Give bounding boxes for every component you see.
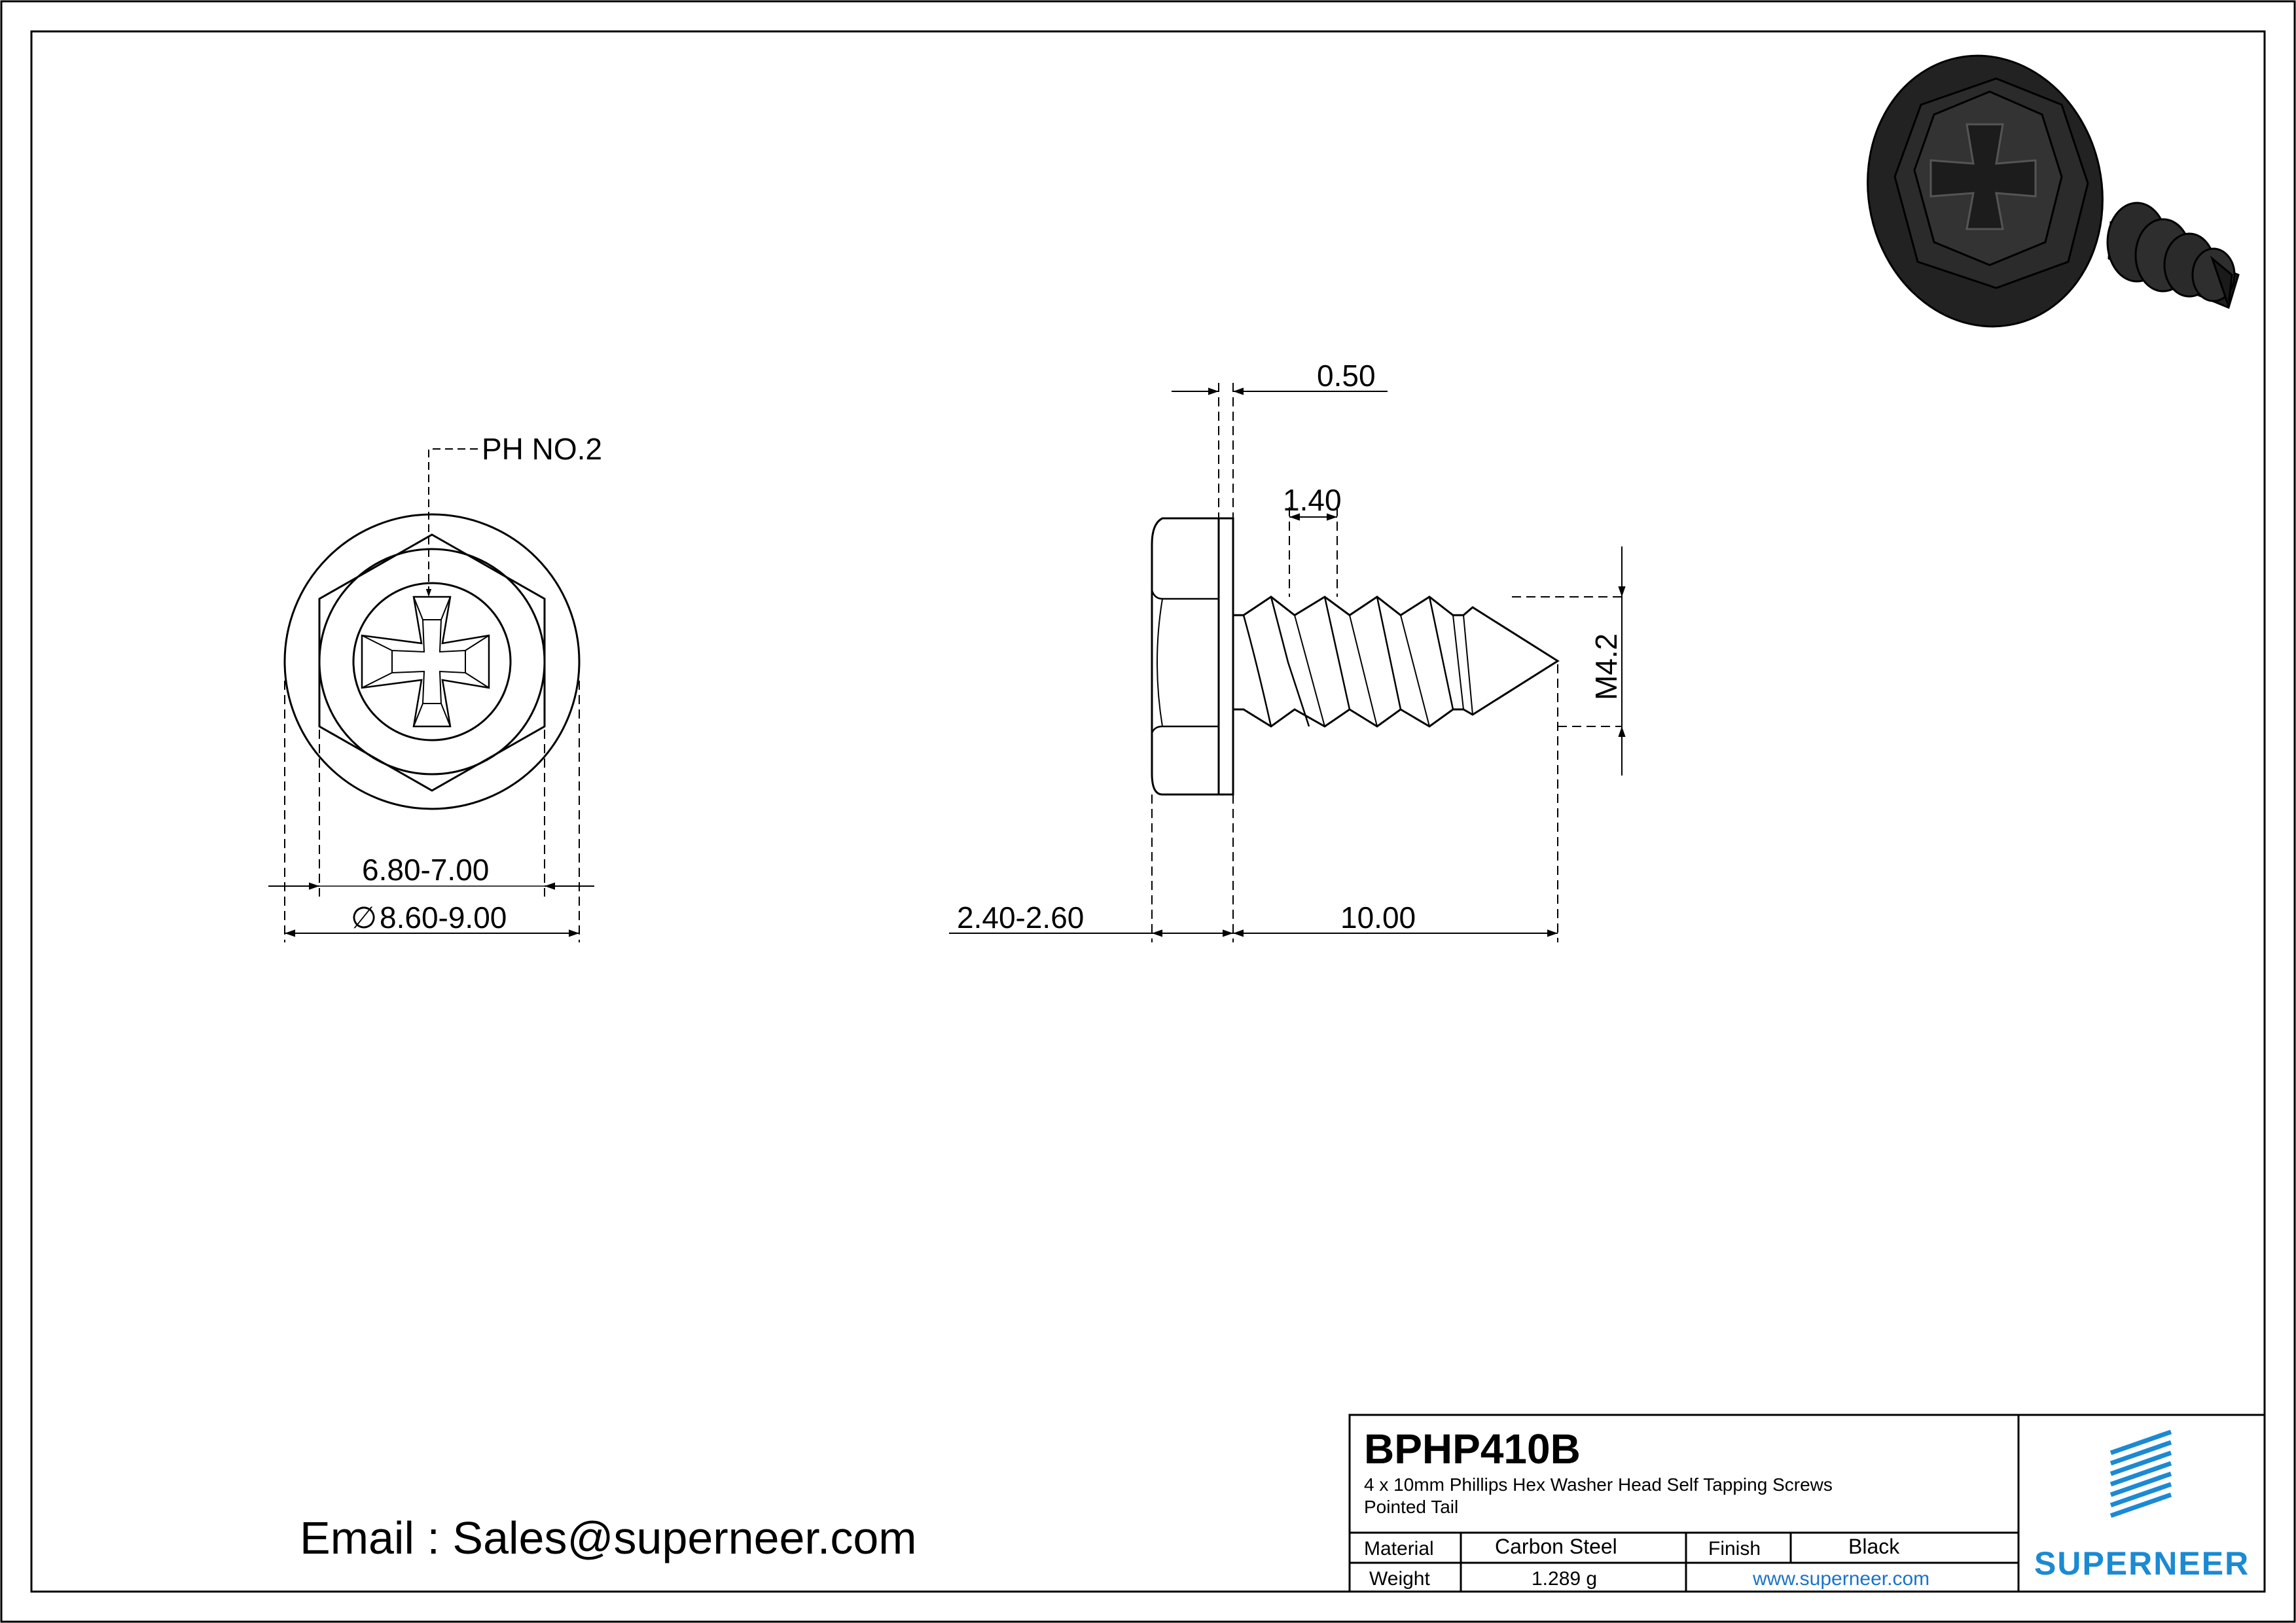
website-link[interactable]: www.superneer.com: [1752, 1568, 1929, 1590]
thread-size-dim: M4.2: [1589, 633, 1623, 700]
hex-chamfer-circle: [318, 548, 546, 776]
side-dimensions: [949, 383, 1626, 942]
weight-value: 1.289 g: [1532, 1568, 1597, 1590]
front-dimensions: [268, 681, 594, 942]
drive-leader: [425, 448, 478, 597]
screw-3d-render-icon: [1867, 54, 2240, 328]
email-line: Email : Sales@superneer.com: [300, 1512, 917, 1563]
phillips-cross-inner: [391, 619, 466, 704]
washer-diameter-dim: 8.60-9.00: [380, 901, 507, 935]
hex-width-dim: 6.80-7.00: [362, 853, 489, 887]
washer-side: [1217, 517, 1234, 796]
description-line2: Pointed Tail: [1364, 1497, 1458, 1517]
side-view: [1151, 517, 1560, 796]
title-block: [1348, 1414, 2266, 1593]
thread-pitch-dim: 1.40: [1283, 483, 1342, 517]
length-dim: 10.00: [1340, 901, 1416, 935]
head-height-dim: 2.40-2.60: [957, 901, 1084, 935]
hex-head-side: [1151, 517, 1219, 796]
front-view: [283, 513, 581, 810]
washer-thickness-dim: 0.50: [1317, 359, 1376, 393]
description-line1: 4 x 10mm Phillips Hex Washer Head Self T…: [1364, 1474, 1833, 1495]
finish-label: Finish: [1708, 1538, 1761, 1560]
part-number: BPHP410B: [1364, 1425, 1581, 1472]
washer-outline: [283, 513, 581, 810]
diameter-symbol: ∅: [351, 901, 377, 935]
thread-profile: [1233, 596, 1560, 728]
finish-value: Black: [1848, 1535, 1900, 1558]
material-value: Carbon Steel: [1495, 1535, 1617, 1558]
phillips-cross: [361, 596, 490, 728]
weight-label: Weight: [1369, 1568, 1430, 1590]
hex-outline: [318, 533, 546, 792]
brand-name: SUPERNEER: [2034, 1545, 2250, 1582]
recess-circle: [352, 582, 512, 741]
material-label: Material: [1364, 1538, 1434, 1560]
inner-border: [30, 30, 2266, 1593]
drive-label: PH NO.2: [482, 432, 602, 466]
superneer-logo-icon: [2109, 1429, 2172, 1518]
